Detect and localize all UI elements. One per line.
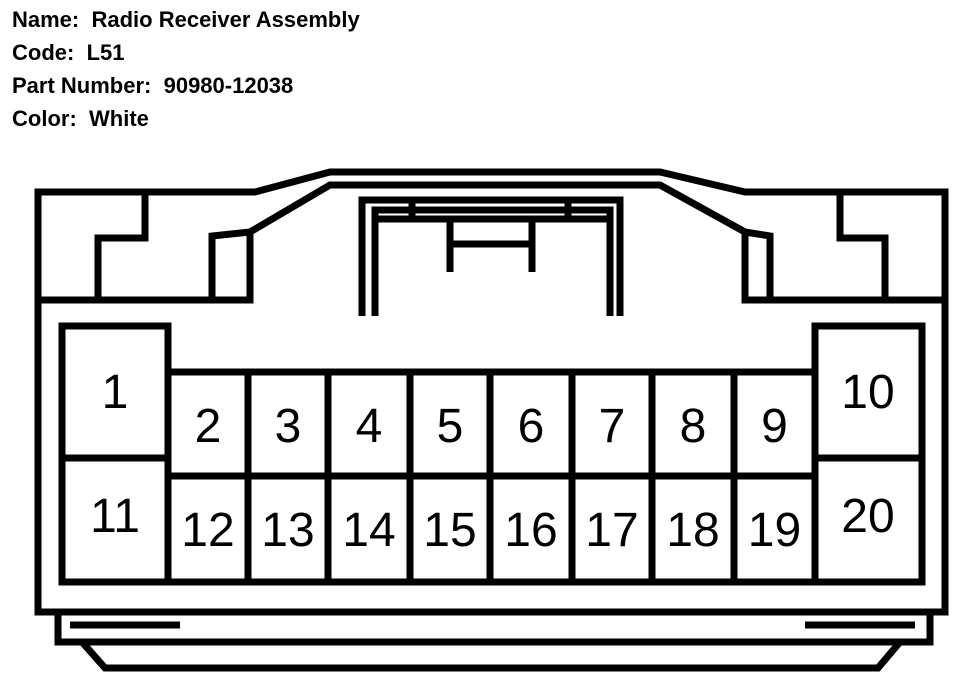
- part-number-line: Part Number: 90980-12038: [12, 75, 293, 97]
- pin-label-13: 13: [261, 504, 314, 557]
- pin-label-3: 3: [275, 400, 302, 453]
- housing-top-ledge: [38, 181, 945, 304]
- pin-label-17: 17: [585, 504, 638, 557]
- pin-label-6: 6: [518, 400, 545, 453]
- pin-label-12: 12: [181, 504, 234, 557]
- pin-label-10: 10: [841, 366, 894, 419]
- name-label: Name:: [12, 7, 80, 32]
- code-label: Code:: [12, 40, 75, 65]
- housing-bottom-rail: [54, 612, 934, 646]
- right-angled-rib: [744, 228, 774, 300]
- pin-label-9: 9: [761, 400, 788, 453]
- lock-tab-frame: [358, 196, 624, 316]
- pin-label-19: 19: [748, 504, 801, 557]
- connector-color-line: Color: White: [12, 108, 149, 130]
- left-angled-rib: [208, 228, 251, 300]
- right-ear-notch: [836, 188, 945, 300]
- pin-label-1: 1: [102, 366, 129, 419]
- pin-label-5: 5: [437, 400, 464, 453]
- pin-cavity-grid: [58, 322, 926, 586]
- pin-label-2: 2: [195, 400, 222, 453]
- left-ear-notch: [38, 188, 149, 300]
- lock-tab-inner: [371, 206, 614, 316]
- part-number-label: Part Number:: [12, 73, 152, 98]
- pin-label-7: 7: [599, 400, 626, 453]
- pin-label-11: 11: [90, 490, 140, 543]
- pin-label-4: 4: [356, 400, 383, 453]
- pin-label-20: 20: [841, 490, 894, 543]
- name-value: Radio Receiver Assembly: [91, 7, 360, 32]
- part-number-value: 90980-12038: [163, 73, 294, 98]
- housing-base: [79, 639, 903, 672]
- lock-latch: [446, 219, 536, 272]
- connector-name-line: Name: Radio Receiver Assembly: [12, 9, 360, 31]
- pin-label-15: 15: [423, 504, 476, 557]
- pin-label-14: 14: [342, 504, 395, 557]
- code-value: L51: [86, 40, 125, 65]
- connector-housing-outline: [34, 168, 949, 616]
- connector-code-line: Code: L51: [12, 42, 124, 64]
- pin-label-18: 18: [666, 504, 719, 557]
- color-value: White: [89, 106, 149, 131]
- pin-label-16: 16: [504, 504, 557, 557]
- color-label: Color:: [12, 106, 77, 131]
- pin-label-8: 8: [680, 400, 707, 453]
